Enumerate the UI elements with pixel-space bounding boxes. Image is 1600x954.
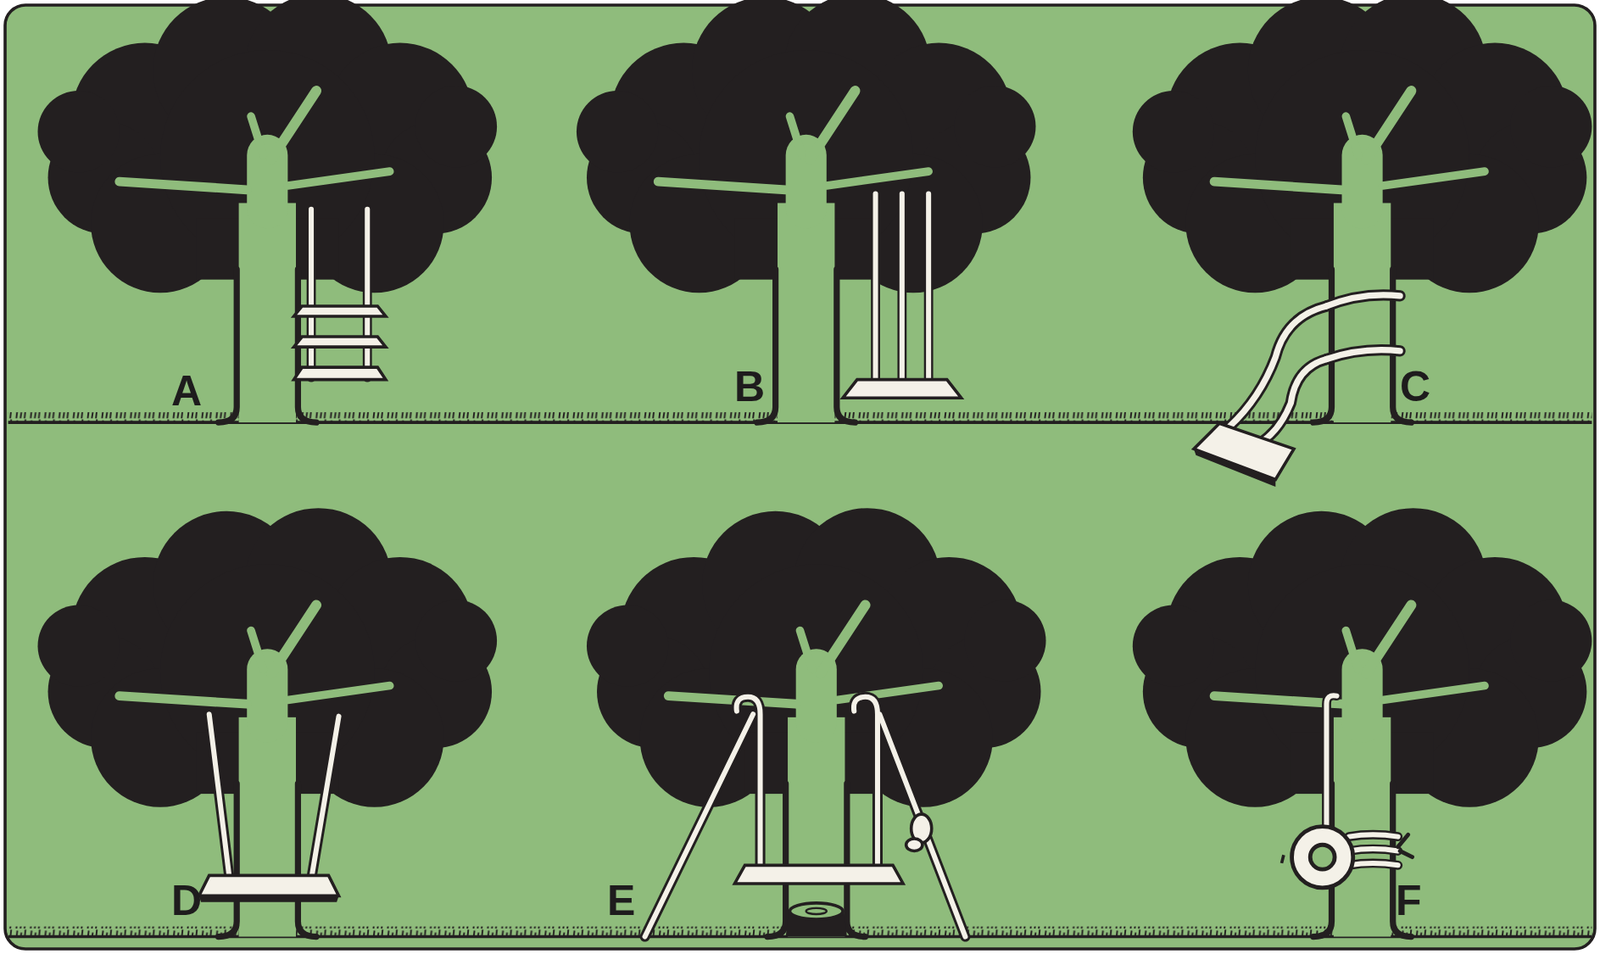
panel-letter: A (171, 369, 202, 413)
panel-letter: C (1399, 365, 1431, 408)
panel-letter: D (171, 879, 202, 922)
panel-letter: E (607, 879, 636, 922)
panel-letter: F (1395, 879, 1422, 922)
panel-letter: B (734, 365, 765, 408)
